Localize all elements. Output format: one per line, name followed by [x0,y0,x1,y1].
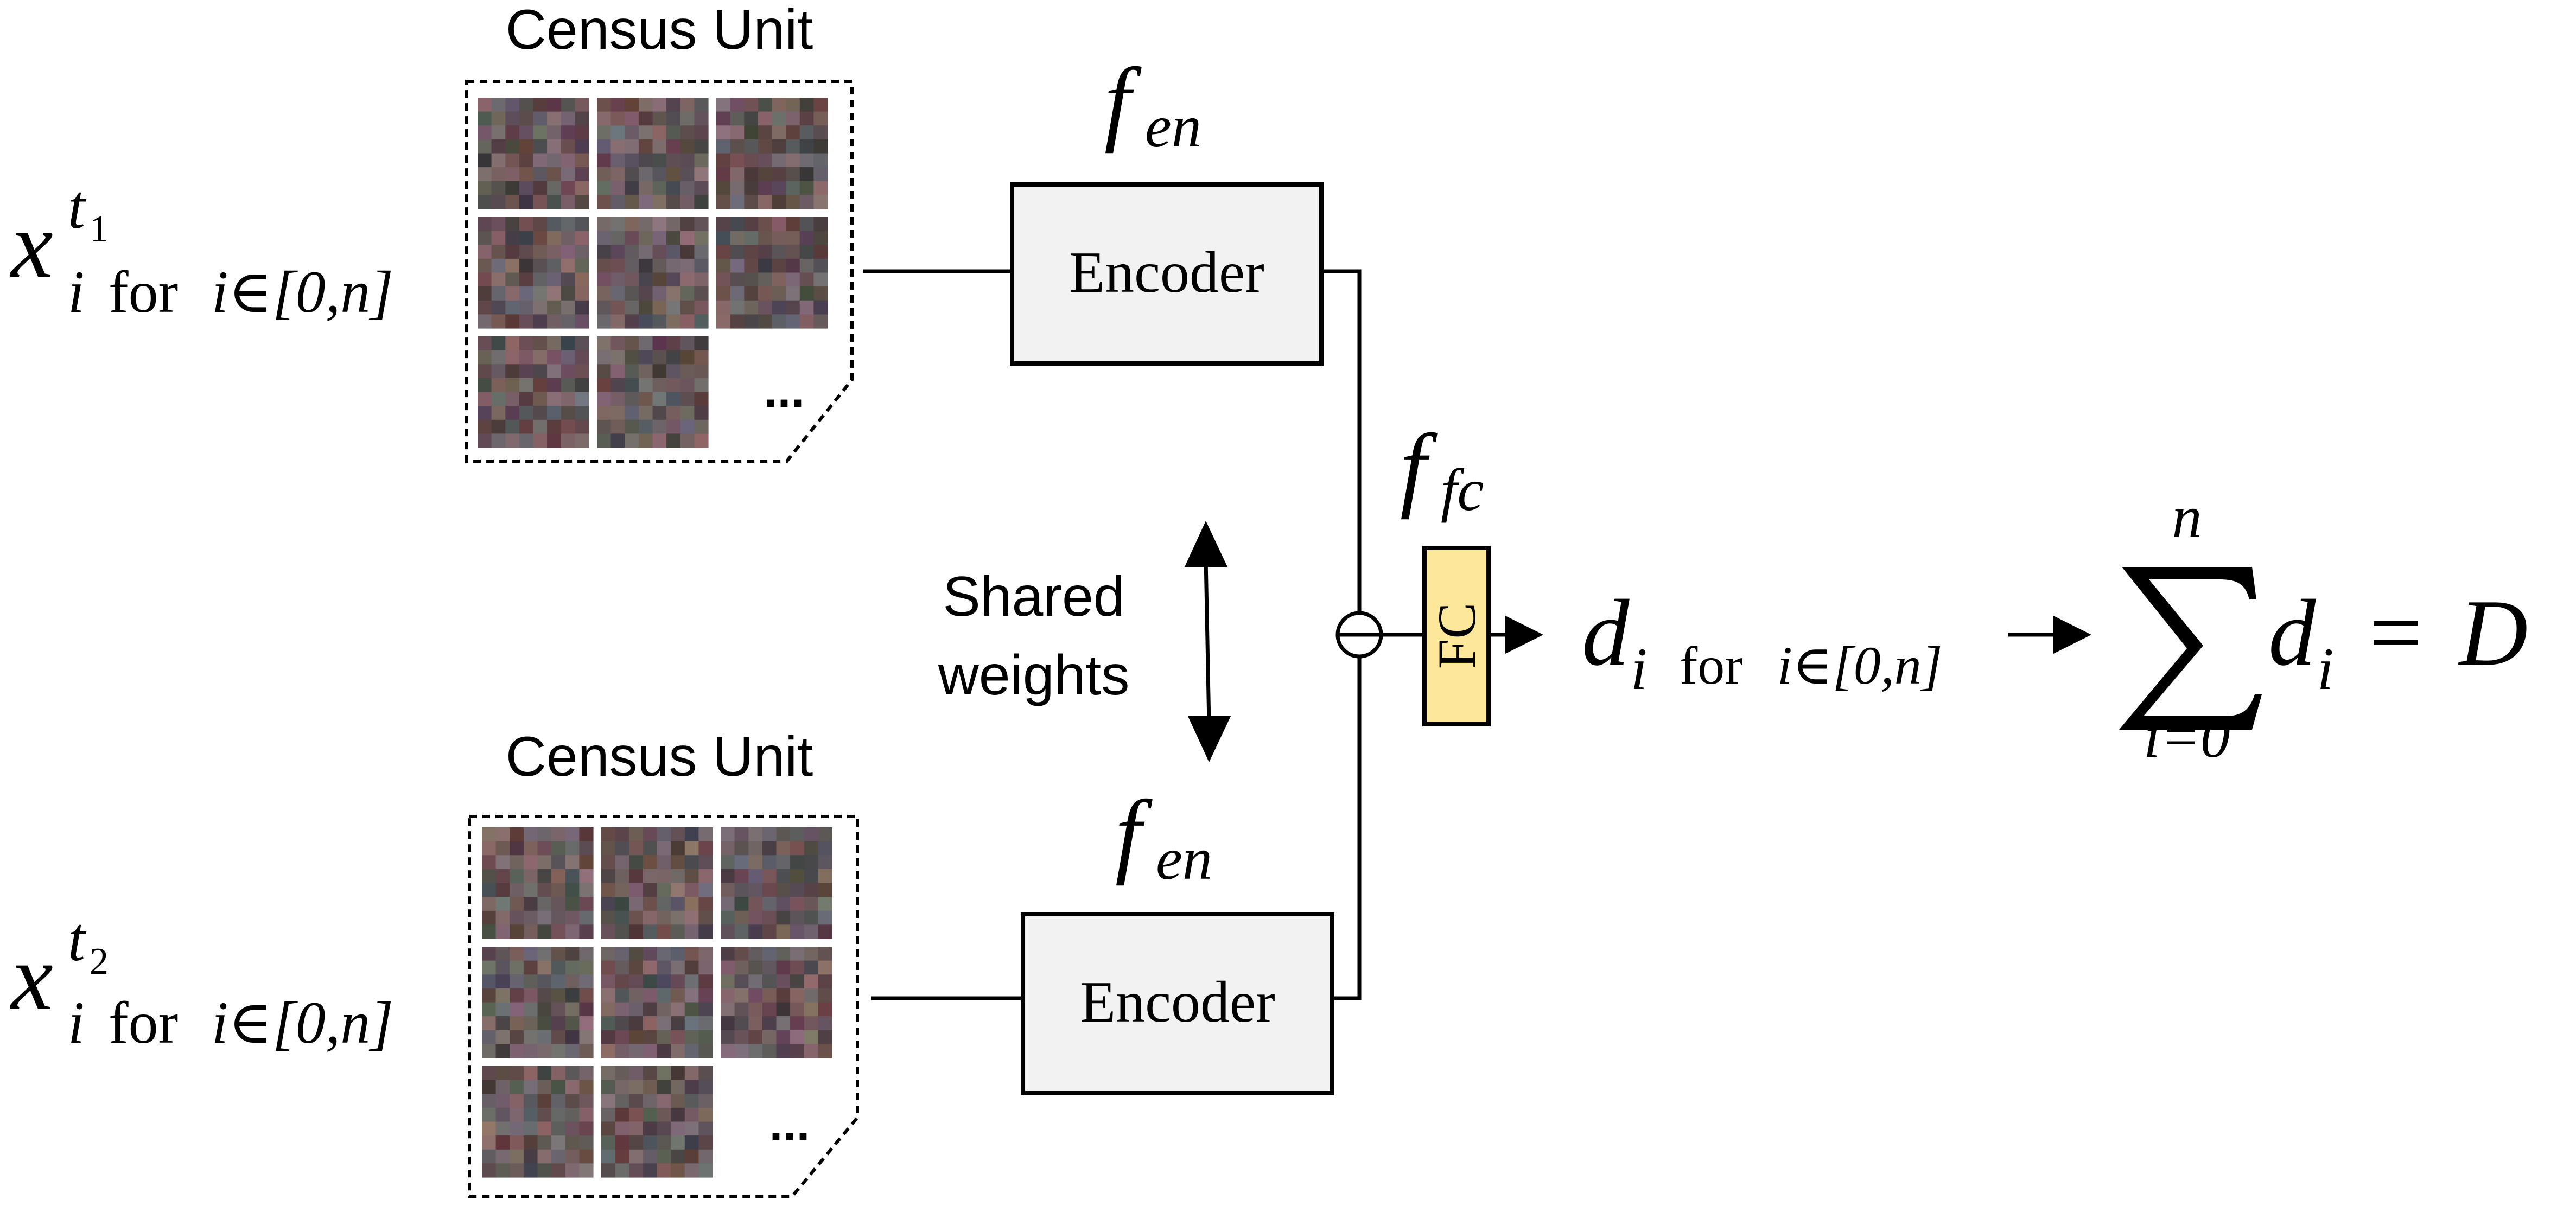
bottom-fn-name: f [1115,781,1153,886]
top-tile-0 [478,98,589,209]
top-fn-name: f [1104,48,1142,154]
fc-box[interactable] [1422,546,1491,726]
bottom-tile-6 [482,1066,594,1178]
top-input-label: x t 1 i for i∈[0,n] [9,173,393,325]
bottom-encoder-label: Encoder [1080,970,1275,1035]
output-label: d i for i∈[0,n] [1582,580,1943,702]
fc-label: FC [1427,603,1487,669]
top-tile-3 [478,217,589,329]
top-tile-grid [478,98,828,448]
top-ellipsis: ... [764,363,804,418]
bottom-fn-sub: en [1156,826,1212,892]
bottom-tile-7 [601,1066,713,1178]
bottom-tile-0 [482,827,594,939]
bottom-tile-4 [601,947,713,1058]
sum-term-sub: i [2317,636,2334,702]
fusion: FC f fc [1335,414,1543,726]
bottom-census-unit-frame [468,815,859,1198]
sigma-icon [2119,567,2262,730]
bottom-input-var: x [9,924,53,1030]
sum-term-var: d [2268,580,2316,685]
shared-weights: Shared weights [938,521,1231,762]
bottom-tile-1 [601,827,713,939]
sum-equals: = [2369,580,2423,685]
top-input-var: x [9,192,53,297]
top-tile-2 [716,98,828,209]
bottom-encoder-box[interactable] [1021,912,1334,1095]
sum-upper: n [2172,484,2202,550]
sum-result: D [2458,580,2528,685]
top-tile-5 [716,217,828,329]
top-input-sub-range: i∈[0,n] [212,259,393,325]
output-sub-i: i [1631,636,1648,702]
summation: n i=0 d i = D [2119,484,2528,770]
bottom-input-sup-sub: 2 [90,941,109,982]
bottom-input-sup: t [68,905,87,974]
top-tile-1 [597,98,709,209]
top-census-unit-frame [465,80,854,463]
shared-weights-arrow-shaft [1204,558,1211,725]
top-input-sup: t [68,173,87,241]
top-encoder-label: Encoder [1069,240,1264,305]
bottom-tile-3 [482,947,594,1058]
top-fn-sub: en [1145,93,1201,159]
top-input-sub-for: for [109,259,178,325]
shared-weights-line2: weights [938,644,1130,707]
top-encoder-to-junction [1321,269,1362,613]
sum-lower: i=0 [2144,704,2230,770]
bottom-encoder-to-junction [1332,656,1362,1000]
bottom-census-unit-title: Census Unit [506,725,813,788]
top-census-unit-title: Census Unit [506,0,813,61]
output-var: d [1582,580,1630,685]
output-sub-for: for [1680,635,1743,695]
shared-weights-arrow-down [1188,716,1231,762]
top-input-sub-i: i [68,259,85,325]
bottom-input-sub-i: i [68,990,85,1056]
fc-fn-sub: fc [1441,457,1484,523]
top-group: Census Unit ... x t 1 i for i∈[0,n] Enco… [9,0,1362,613]
bottom-tile-2 [721,827,832,939]
top-input-sup-sub: 1 [90,208,109,250]
bottom-tile-grid [482,827,832,1178]
bottom-group: Census Unit ... x t 2 i for i∈[0,n] Enco… [9,656,1362,1198]
top-tile-6 [478,336,589,448]
top-encoder-box[interactable] [1010,182,1324,366]
shared-weights-arrow-up [1185,521,1227,567]
bottom-tile-5 [721,947,832,1058]
top-tile-4 [597,217,709,329]
bottom-input-sub-range: i∈[0,n] [212,990,393,1056]
output-sub-range: i∈[0,n] [1777,635,1943,695]
bottom-input-sub-for: for [109,990,178,1056]
fc-fn-name: f [1400,414,1438,520]
top-tile-7 [597,336,709,448]
bottom-input-label: x t 2 i for i∈[0,n] [9,905,393,1056]
shared-weights-line1: Shared [943,565,1124,628]
bottom-ellipsis: ... [769,1097,810,1151]
